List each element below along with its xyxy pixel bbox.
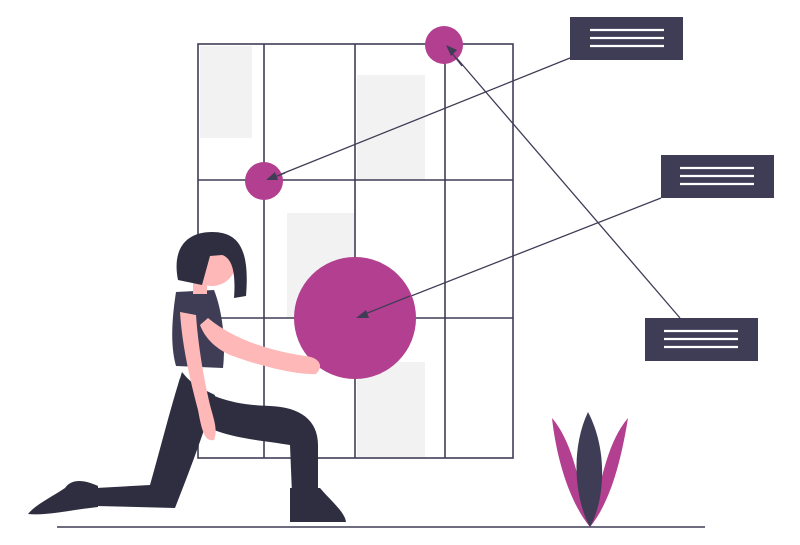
connector-left-line bbox=[268, 57, 571, 180]
person-front-leg bbox=[178, 372, 318, 494]
connector-top-line bbox=[447, 47, 681, 319]
callout-text-lines bbox=[590, 28, 664, 48]
person-front-shoe bbox=[290, 488, 346, 522]
arrow-tips bbox=[266, 45, 463, 318]
marker-left bbox=[245, 162, 283, 200]
person-arm bbox=[200, 318, 321, 375]
arrow-head bbox=[446, 45, 457, 56]
marker-top bbox=[425, 26, 463, 64]
connector-large-tip bbox=[359, 295, 411, 317]
person-back-leg bbox=[96, 378, 215, 508]
person-back-shoe bbox=[28, 481, 98, 515]
markers bbox=[245, 26, 463, 379]
plant bbox=[552, 412, 628, 527]
person-far-arm bbox=[180, 312, 216, 441]
person-hair bbox=[176, 232, 247, 298]
marker-large bbox=[294, 257, 416, 379]
callout-text-lines bbox=[680, 166, 754, 186]
callout-box-middle bbox=[661, 155, 774, 198]
callout-text-lines bbox=[664, 329, 738, 349]
callout-box-bottom bbox=[645, 318, 758, 361]
arrow-head bbox=[266, 172, 278, 180]
callout-box-top bbox=[570, 17, 683, 60]
plant-leaf-center bbox=[576, 412, 603, 527]
person bbox=[28, 232, 346, 522]
arrow-head bbox=[356, 310, 369, 318]
panel bbox=[357, 362, 425, 457]
panel bbox=[357, 75, 425, 180]
panel bbox=[200, 46, 252, 138]
